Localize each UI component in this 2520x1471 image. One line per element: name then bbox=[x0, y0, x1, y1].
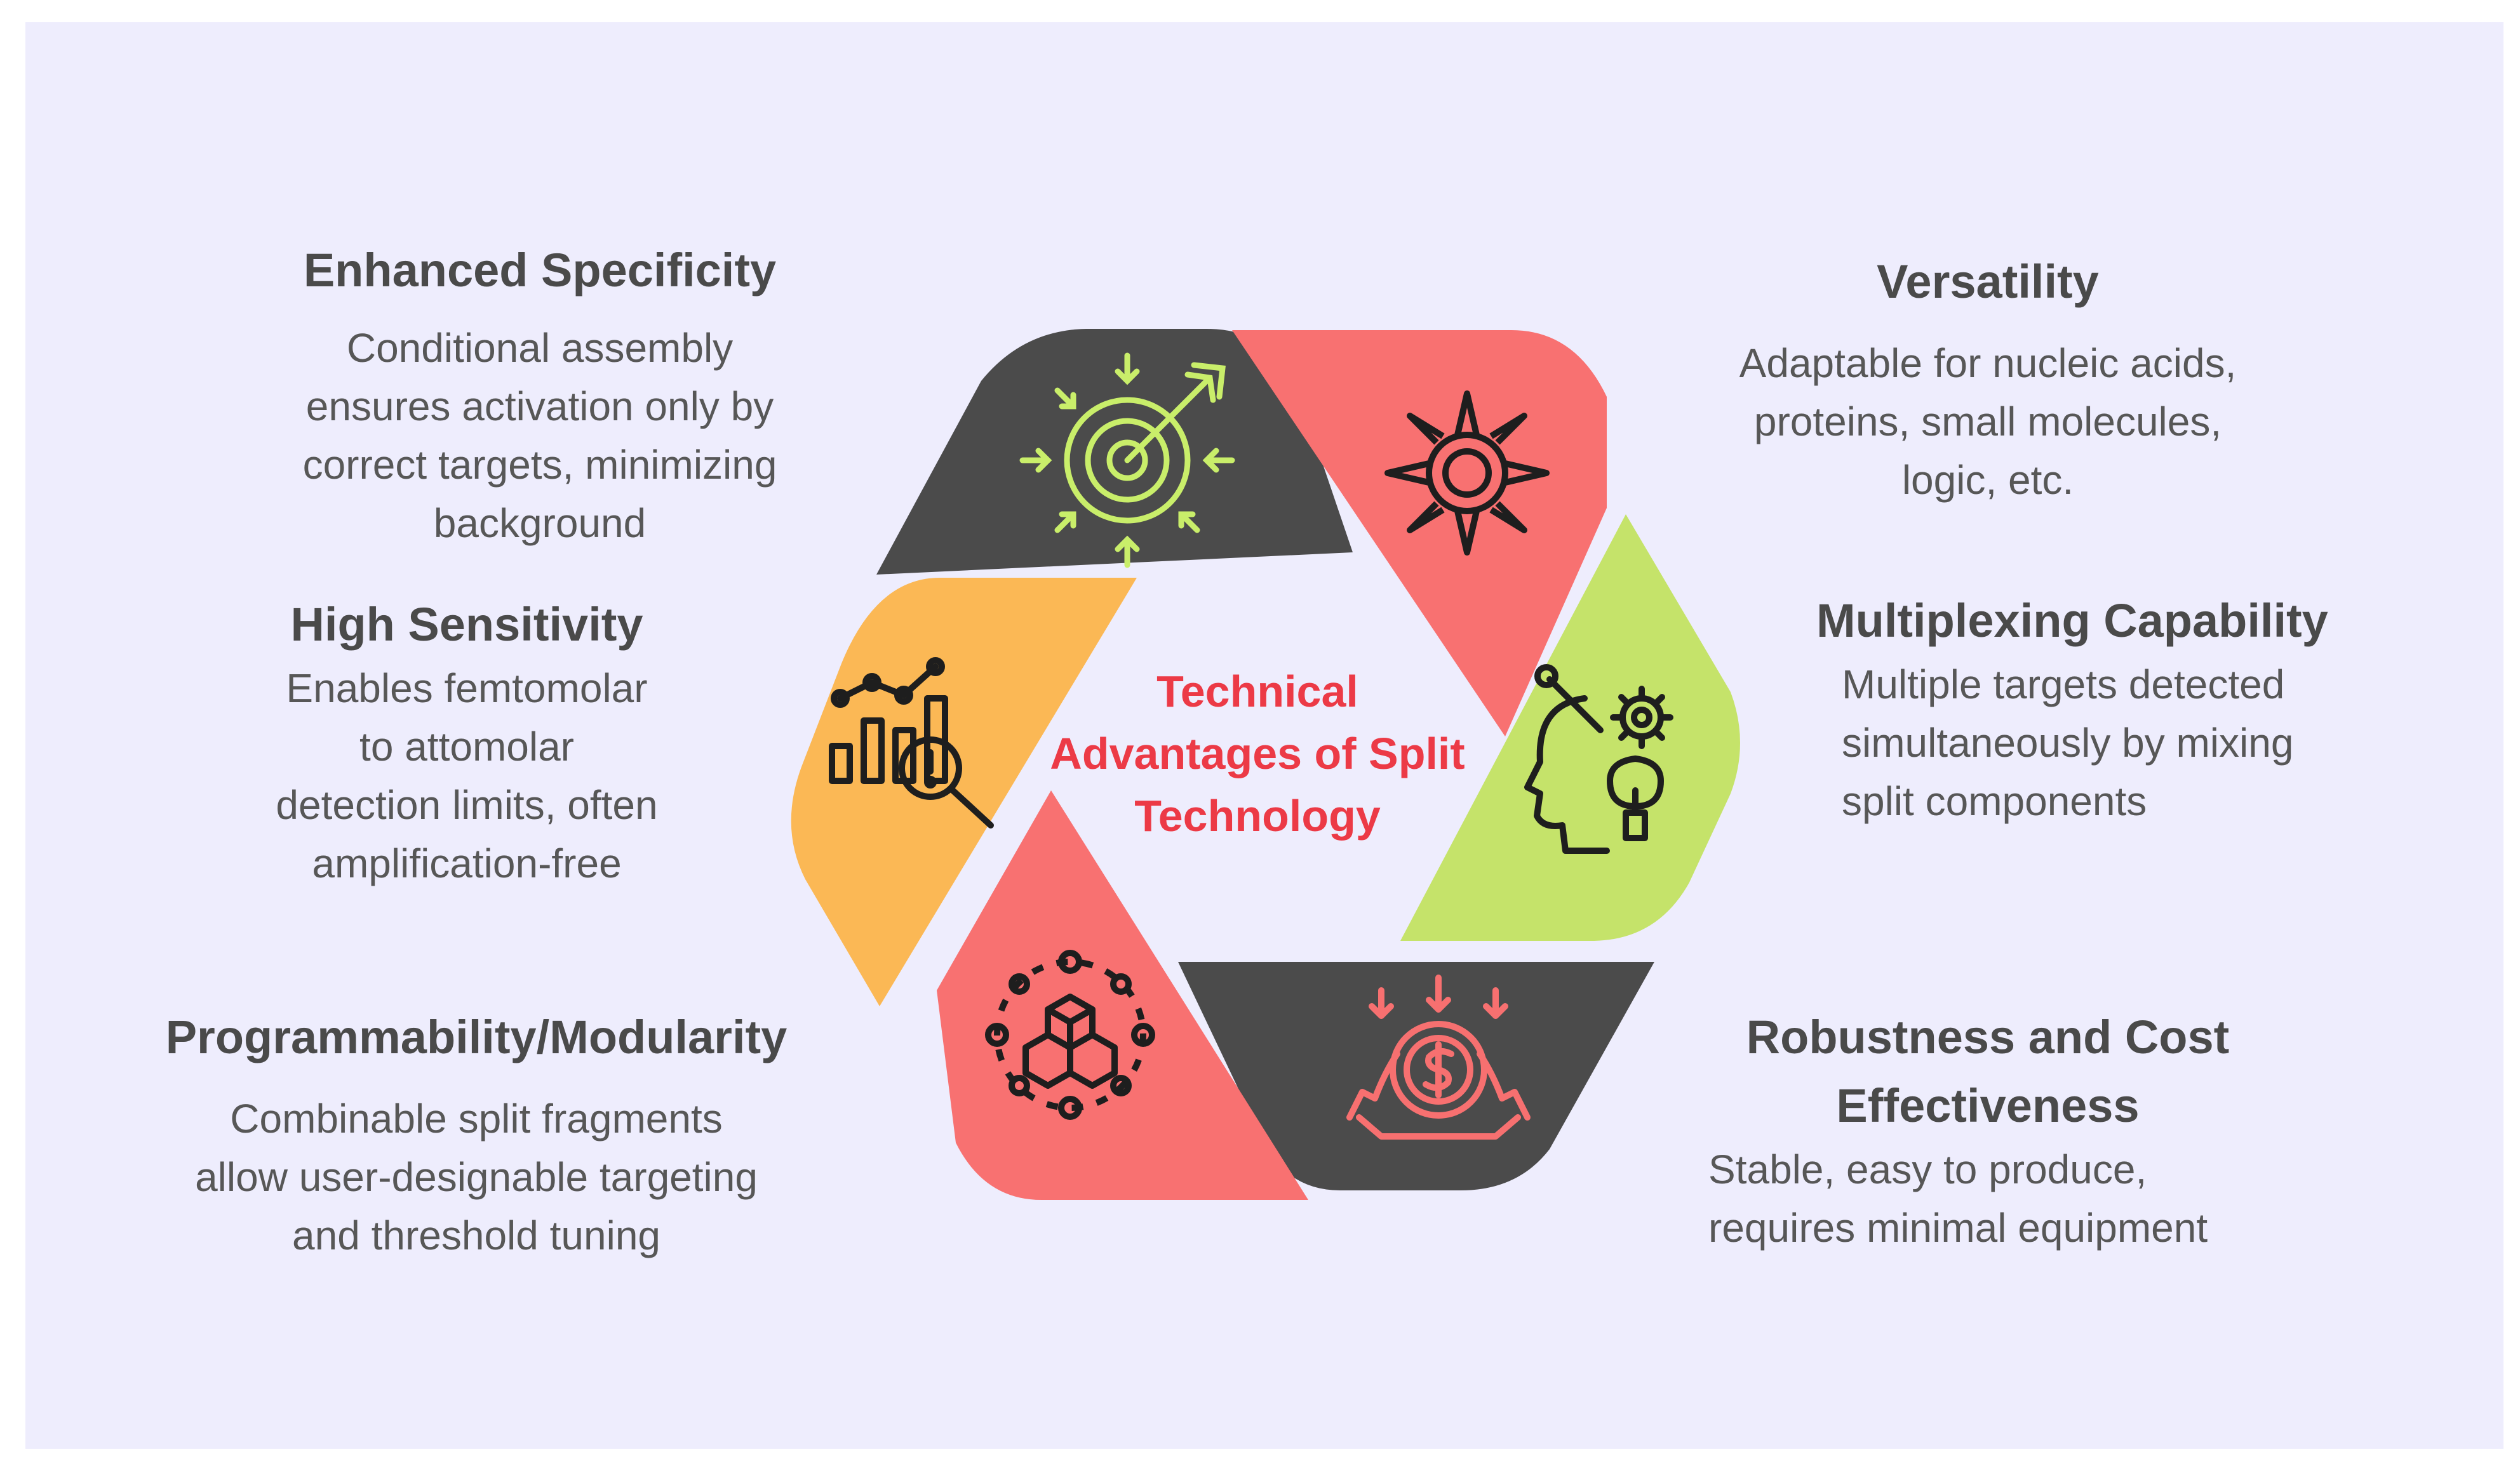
advantage-description: Stable, easy to produce, requires minima… bbox=[1708, 1140, 2274, 1257]
description-line: background bbox=[433, 500, 647, 546]
center-title-line: Advantages of Split bbox=[1050, 729, 1465, 778]
description-line: detection limits, often bbox=[276, 782, 658, 828]
description-line: Multiple targets detected bbox=[1842, 662, 2285, 707]
segment-robustness bbox=[1178, 962, 1654, 1190]
head-gears-bulb-icon bbox=[1524, 664, 1673, 854]
description-line: Adaptable for nucleic acids, bbox=[1739, 340, 2237, 386]
advantage-description: Enables femtomolar to attomolar detectio… bbox=[210, 659, 724, 893]
advantage-description: Conditional assembly ensures activation … bbox=[254, 319, 826, 552]
advantage-programmability: Programmability/Modularity Combinable sp… bbox=[140, 1003, 813, 1265]
description-line: correct targets, minimizing bbox=[302, 442, 777, 488]
cubes-network-icon bbox=[985, 950, 1155, 1120]
advantage-title-line: Robustness and Cost bbox=[1746, 1011, 2230, 1063]
description-line: to attomolar bbox=[359, 724, 574, 769]
advantage-versatility: Versatility Adaptable for nucleic acids,… bbox=[1702, 248, 2274, 509]
description-line: and threshold tuning bbox=[292, 1213, 660, 1258]
description-line: requires minimal equipment bbox=[1708, 1205, 2208, 1251]
advantage-title: Enhanced Specificity bbox=[303, 244, 777, 296]
advantage-description: Combinable split fragments allow user-de… bbox=[140, 1089, 813, 1265]
description-line: split components bbox=[1842, 778, 2147, 824]
segment-multiplexing bbox=[1400, 514, 1740, 941]
radiating-arrows-icon bbox=[1384, 390, 1550, 556]
advantage-robustness: Robustness and Cost Effectiveness Stable… bbox=[1702, 1003, 2274, 1257]
chart-magnifier-icon bbox=[829, 657, 994, 829]
center-title: Technical Advantages of Split Technology bbox=[1029, 660, 1486, 847]
advantage-title-line: Effectiveness bbox=[1836, 1079, 2140, 1132]
description-line: amplification-free bbox=[312, 841, 622, 886]
description-line: Combinable split fragments bbox=[230, 1096, 723, 1142]
advantage-title: Multiplexing Capability bbox=[1816, 594, 2328, 647]
description-line: Stable, easy to produce, bbox=[1708, 1147, 2147, 1192]
advantage-enhanced-specificity: Enhanced Specificity Conditional assembl… bbox=[254, 236, 826, 552]
target-arrow-icon bbox=[1019, 352, 1235, 568]
description-line: Enables femtomolar bbox=[286, 665, 648, 711]
advantage-title: Programmability/Modularity bbox=[165, 1011, 788, 1063]
background-panel bbox=[25, 22, 2503, 1449]
segment-versatility bbox=[1232, 330, 1607, 736]
advantage-multiplexing: Multiplexing Capability Multiple targets… bbox=[1810, 587, 2369, 830]
dollar-gear-icon bbox=[1346, 975, 1531, 1140]
description-line: simultaneously by mixing bbox=[1842, 720, 2294, 766]
description-line: ensures activation only by bbox=[305, 383, 774, 429]
description-line: allow user-designable targeting bbox=[195, 1154, 758, 1200]
center-title-line: Technical bbox=[1156, 667, 1358, 716]
advantage-description: Multiple targets detected simultaneously… bbox=[1842, 655, 2369, 830]
description-line: Conditional assembly bbox=[346, 325, 734, 371]
advantage-high-sensitivity: High Sensitivity Enables femtomolar to a… bbox=[210, 590, 724, 893]
advantage-title: Versatility bbox=[1877, 255, 2099, 308]
center-title-line: Technology bbox=[1134, 791, 1381, 841]
advantage-title: High Sensitivity bbox=[290, 598, 643, 651]
description-line: logic, etc. bbox=[1901, 457, 2074, 503]
advantage-description: Adaptable for nucleic acids, proteins, s… bbox=[1702, 334, 2274, 509]
description-line: proteins, small molecules, bbox=[1753, 399, 2222, 444]
